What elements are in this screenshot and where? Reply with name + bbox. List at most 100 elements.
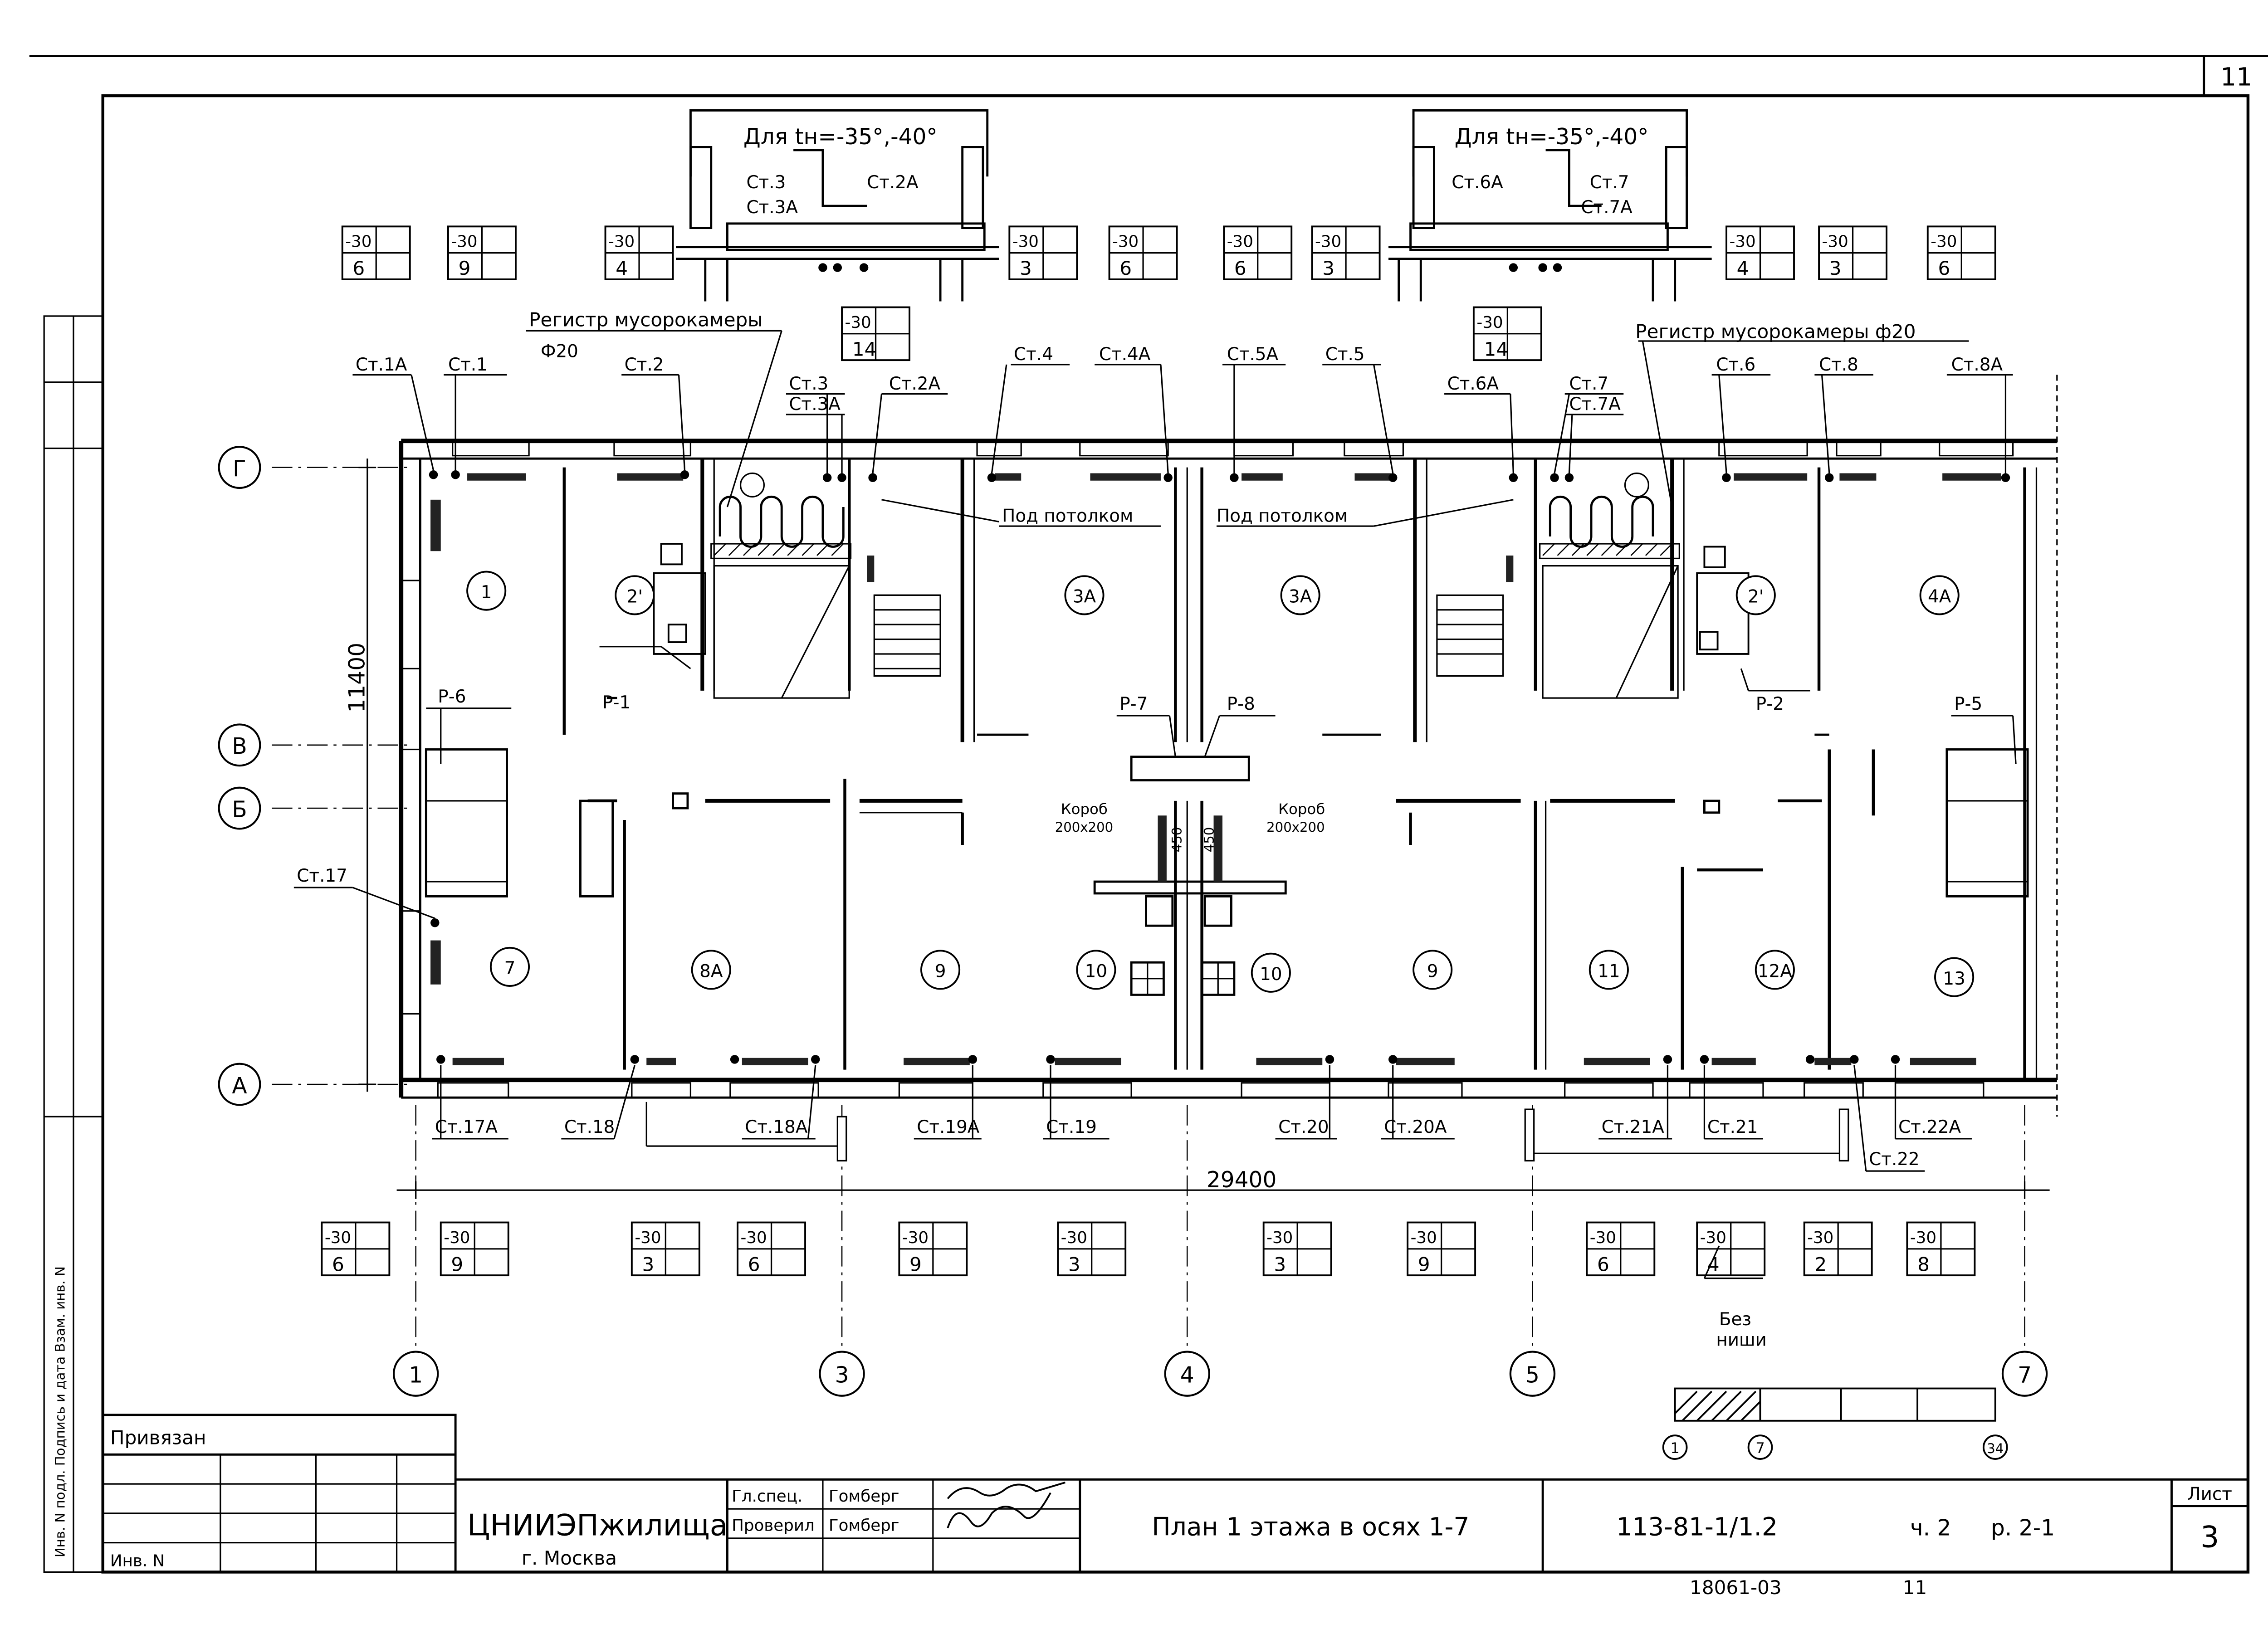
radiator-mark-bottom: 6 — [1938, 257, 1950, 279]
room-3A-left: 3А — [1073, 587, 1096, 607]
radiator-mark-bottom: 14 — [852, 338, 877, 360]
room-9-right: 9 — [1427, 961, 1438, 982]
detail-right — [1388, 109, 1712, 302]
chute-left — [739, 472, 765, 498]
riser-label: Ст.2 — [625, 355, 664, 375]
radiator-mark-top: -30 — [608, 233, 635, 251]
riser-label: Ст.3 — [789, 374, 828, 394]
radiator-mark-top: -30 — [451, 233, 477, 251]
tb-sheet-label: Лист — [2187, 1484, 2232, 1505]
radiator-mark-bottom: 4 — [1737, 257, 1749, 279]
room-2-right: 2' — [1748, 587, 1764, 607]
p-label-1: Р-1 — [602, 693, 631, 713]
building-walls — [399, 375, 2058, 1117]
room-9-left: 9 — [935, 961, 946, 982]
room-13: 13 — [1943, 969, 1965, 989]
radiator-mark-bottom: 4 — [1707, 1253, 1720, 1275]
radiator-mark-bottom: 14 — [1484, 338, 1509, 360]
radiator-mark: -306 — [737, 1221, 807, 1277]
detail-left — [676, 109, 999, 302]
radiator-mark-bottom: 9 — [1418, 1253, 1430, 1275]
radiator-mark-top: -30 — [1729, 233, 1755, 251]
duct-size-right: 200х200 — [1266, 819, 1325, 835]
riser-label: Ст.2А — [889, 374, 941, 394]
duct-label-right: Короб — [1278, 800, 1325, 818]
no-niche-line2: ниши — [1716, 1330, 1766, 1351]
room-2-left: 2' — [627, 587, 643, 607]
room-11: 11 — [1598, 961, 1620, 982]
radiator-mark-bottom: 4 — [616, 257, 628, 279]
riser-label: Ст.17А — [435, 1117, 498, 1137]
riser-label: Ст.4 — [1014, 344, 1053, 365]
riser-label: Ст.20 — [1278, 1117, 1329, 1137]
radiator-mark: -303 — [1008, 225, 1078, 280]
radiator-mark: -303 — [631, 1221, 700, 1277]
radiator-mark-bottom: 9 — [459, 257, 471, 279]
column-stub-5 — [1524, 1108, 1535, 1162]
riser-label: Ст.18А — [745, 1117, 808, 1137]
axis-row-A: А — [232, 1073, 247, 1098]
binding-strip — [43, 315, 104, 1573]
radiator-mark-top: -30 — [1476, 313, 1503, 332]
scale-key-34: 34 — [1987, 1441, 2004, 1456]
room-7: 7 — [504, 958, 516, 979]
room-bubbles — [466, 571, 1975, 997]
radiator-mark-bottom: 3 — [642, 1253, 655, 1275]
tb-code: 113-81-1/1.2 — [1616, 1512, 1778, 1541]
column-stub-3 — [836, 1116, 847, 1162]
riser-label: Ст.19 — [1046, 1117, 1097, 1137]
leader-lines — [293, 330, 2017, 1279]
detail-right-label-2: Ст.7 — [1590, 172, 1629, 193]
no-niche-line1: Без — [1719, 1309, 1751, 1330]
radiator-mark-bottom: 9 — [451, 1253, 463, 1275]
radiator-mark-bottom: 3 — [1274, 1253, 1286, 1275]
dim-horizontal: 29400 — [1207, 1167, 1277, 1193]
radiator-mark-top: -30 — [741, 1229, 767, 1247]
riser-label: Ст.21 — [1707, 1117, 1758, 1137]
duct-dim-left: 450 — [1169, 827, 1184, 853]
radiator-mark: -309 — [440, 1221, 509, 1277]
riser-label: Ст.3А — [789, 394, 841, 415]
riser-label: Ст.6 — [1716, 355, 1755, 375]
radiator-mark: -306 — [1586, 1221, 1656, 1277]
under-ceiling-left: Под потолком — [1002, 506, 1133, 526]
sheet-frame — [29, 55, 2268, 1574]
p-label-6: Р-6 — [438, 687, 466, 707]
duct-size-left: 200х200 — [1055, 819, 1114, 835]
riser-label: Ст.22 — [1869, 1149, 1920, 1170]
riser-label: Ст.6А — [1447, 374, 1499, 394]
axis-col-3: 3 — [835, 1363, 849, 1388]
radiator-mark-bottom: 2 — [1814, 1253, 1827, 1275]
radiator-mark-bottom: 3 — [1322, 257, 1334, 279]
riser-labels-top: Ст.1А Ст.1 Ст.2 Ст.3 Ст.3А Ст.2А Ст.4 Ст… — [356, 344, 2003, 415]
axis-col-1: 1 — [409, 1363, 423, 1388]
riser-label: Ст.8 — [1819, 355, 1858, 375]
riser-label: Ст.22А — [1898, 1117, 1961, 1137]
radiator-mark: -309 — [898, 1221, 968, 1277]
detail-left-label-1: Ст.3 — [746, 172, 786, 193]
tb-section: р. 2-1 — [1991, 1515, 2055, 1541]
register-right: Регистр мусорокамеры ф20 — [1635, 321, 1916, 343]
coil-register-left — [719, 495, 845, 548]
radiator-mark-bottom: 6 — [748, 1253, 760, 1275]
axis-col-7: 7 — [2018, 1363, 2032, 1388]
radiator-mark-bottom: 9 — [909, 1253, 922, 1275]
tb-attached: Привязан — [110, 1427, 206, 1449]
riser-label: Ст.7А — [1569, 394, 1621, 415]
room-10-right: 10 — [1260, 964, 1282, 985]
tb-role1: Гл.спец. — [732, 1487, 802, 1506]
tb-city: г. Москва — [522, 1547, 617, 1569]
riser-label: Ст.21А — [1602, 1117, 1665, 1137]
radiator-mark-top: -30 — [1315, 233, 1341, 251]
radiator-mark-bottom: 8 — [1917, 1253, 1930, 1275]
signature-2 — [947, 1492, 1051, 1528]
riser-label: Ст.5А — [1227, 344, 1279, 365]
radiator-mark: -309 — [1407, 1221, 1476, 1277]
radiator-mark-bottom: 6 — [1119, 257, 1132, 279]
riser-label: Ст.1А — [356, 355, 407, 375]
detail-right-risers — [1509, 263, 1562, 272]
p-label-8: Р-8 — [1227, 694, 1255, 714]
